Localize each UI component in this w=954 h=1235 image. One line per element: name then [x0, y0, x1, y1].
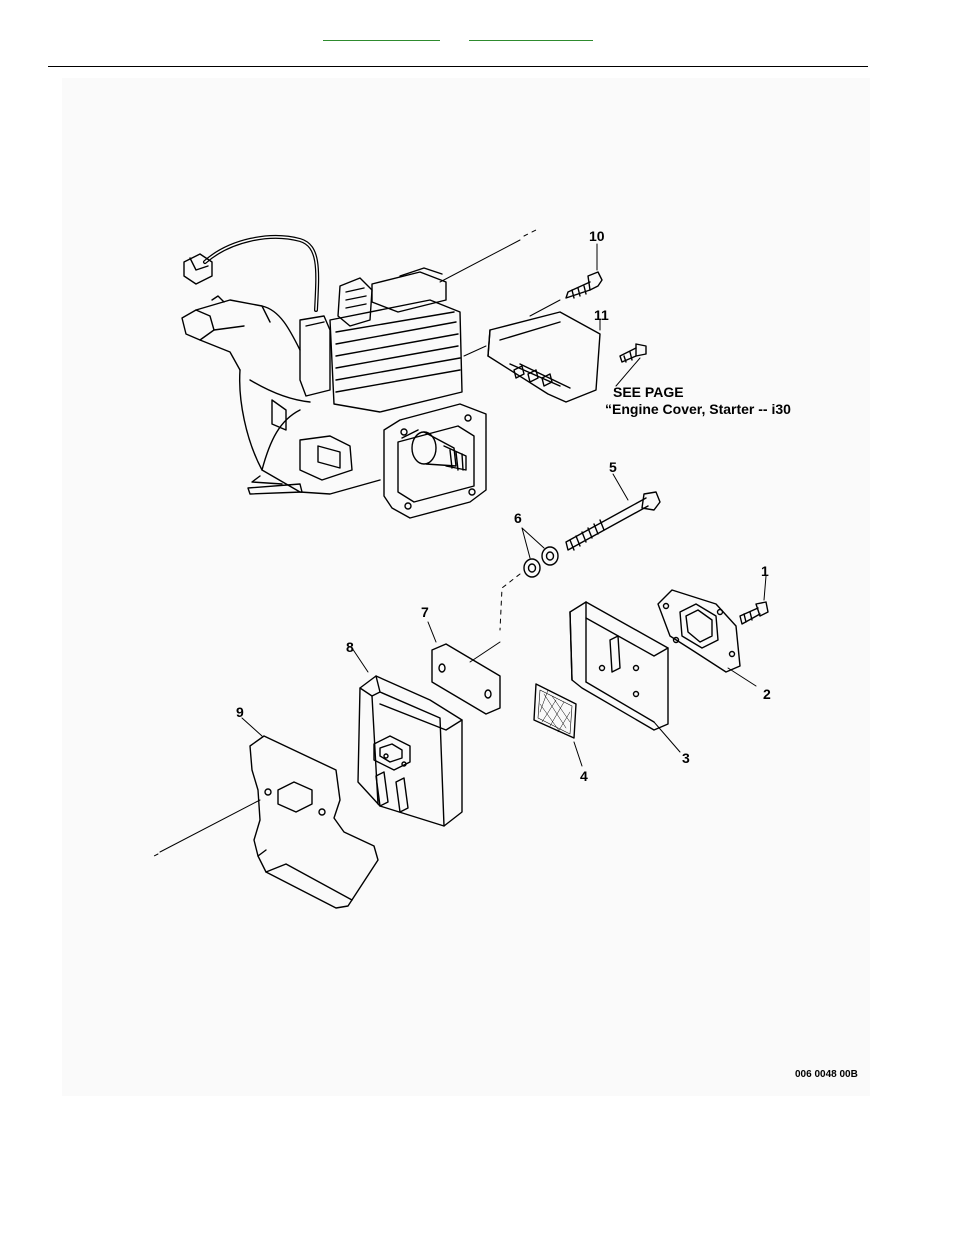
part-2-gasket [657, 589, 757, 687]
see-page-note: SEE PAGE “Engine Cover, Starter -- i30 [605, 384, 791, 418]
engine-assembly-drawing [181, 227, 541, 519]
callout-3: 3 [682, 750, 690, 766]
callout-6: 6 [514, 510, 522, 526]
callout-8: 8 [346, 639, 354, 655]
callout-1: 1 [761, 563, 769, 579]
part-8-muffler [351, 647, 463, 827]
callout-10: 10 [589, 228, 605, 244]
nav-link-left[interactable] [323, 28, 440, 41]
header-rule [48, 66, 868, 67]
callout-7: 7 [421, 604, 429, 620]
see-page-reference: “Engine Cover, Starter -- i30 [605, 401, 791, 417]
part-7-plate [427, 621, 501, 715]
callout-4: 4 [580, 768, 588, 784]
part-1-bolt [739, 575, 769, 625]
callout-11: 11 [594, 307, 609, 323]
part-10-bolt [529, 243, 603, 317]
part-11-cover [463, 311, 647, 403]
diagram-panel [62, 78, 870, 1096]
part-4-spark-screen [533, 683, 583, 767]
part-6-washers [499, 527, 559, 631]
callout-2: 2 [763, 686, 771, 702]
part-9-heat-shield [149, 717, 379, 909]
part-3-bracket [569, 601, 681, 753]
callout-5: 5 [609, 459, 617, 475]
part-5-long-bolt [565, 473, 661, 551]
figure-code: 006 0048 00B [795, 1069, 858, 1080]
callout-9: 9 [236, 704, 244, 720]
nav-link-right[interactable] [469, 28, 593, 41]
see-page-label: SEE PAGE [613, 384, 684, 400]
